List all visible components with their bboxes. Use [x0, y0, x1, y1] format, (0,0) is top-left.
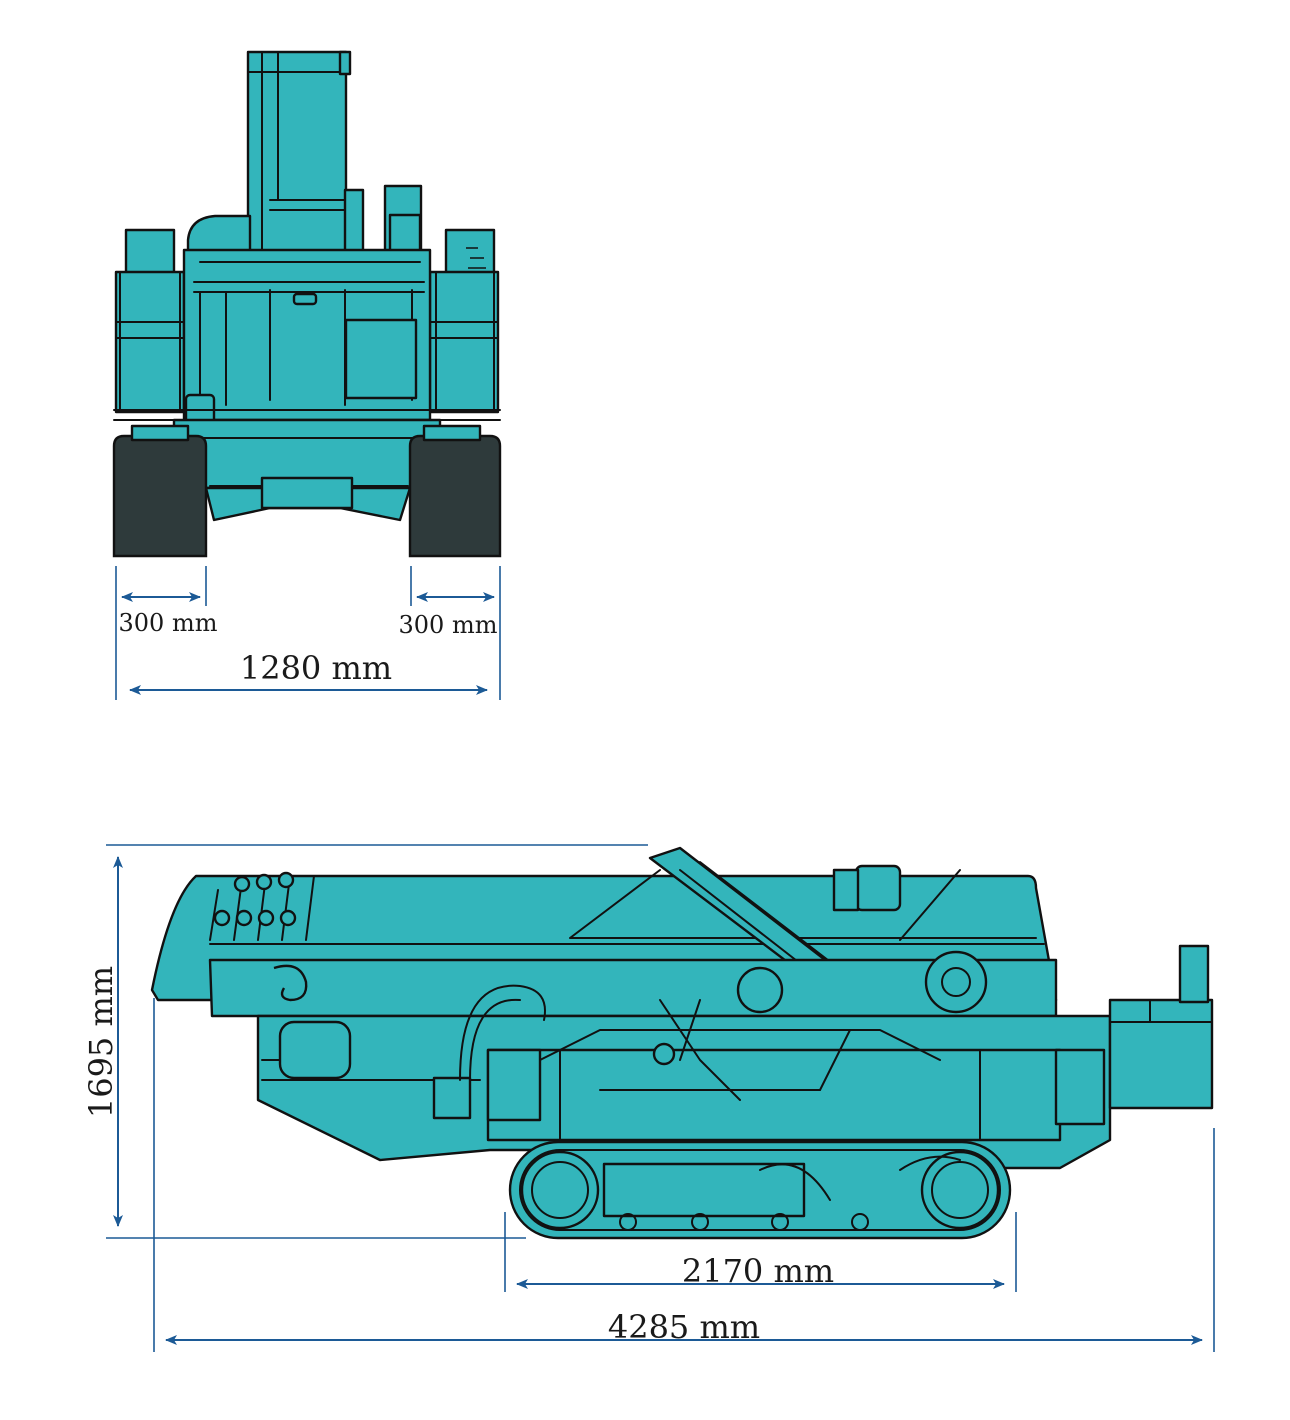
boom-sheaves	[209, 871, 315, 941]
front-view-machine	[112, 50, 502, 558]
overall-height-label: 1695 mm	[82, 966, 120, 1118]
track-length-label: 2170 mm	[682, 1252, 834, 1290]
overall-length-label: 4285 mm	[608, 1308, 760, 1346]
overall-width-label: 1280 mm	[240, 649, 392, 687]
left-track-width-label: 300 mm	[119, 609, 218, 637]
side-view-machine	[150, 846, 1214, 1240]
side-view-dimensions: 1695 mm 2170 mm 4285 mm	[82, 844, 1215, 1352]
front-view-dimensions: 300 mm 300 mm 1280 mm	[115, 566, 501, 700]
right-track-width-label: 300 mm	[399, 611, 498, 639]
